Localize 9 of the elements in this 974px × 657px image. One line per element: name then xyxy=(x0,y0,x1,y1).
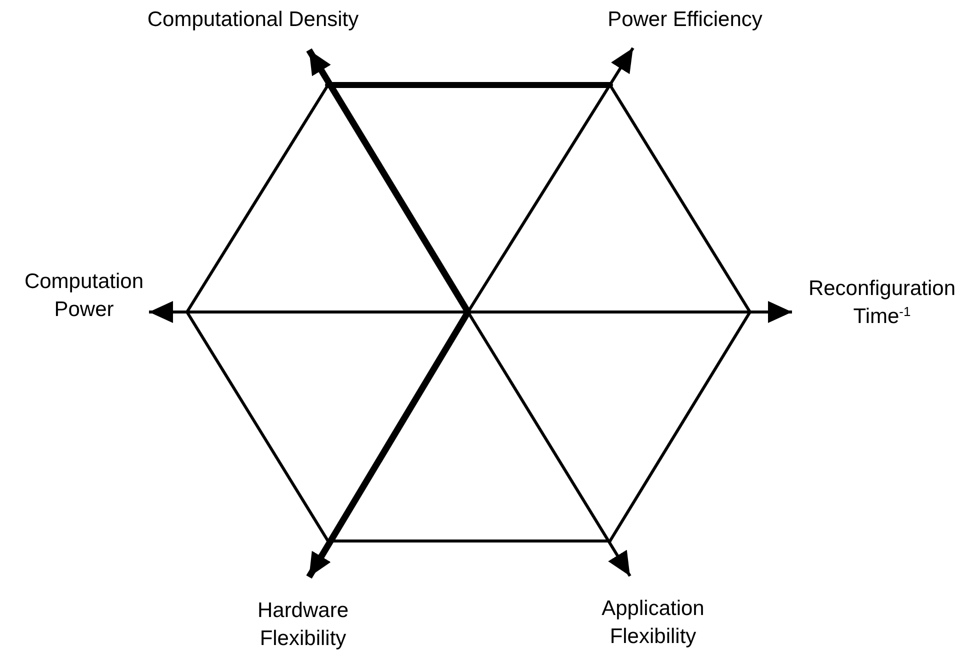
axis-label: Computational Density xyxy=(118,6,388,34)
axis-arrow xyxy=(466,311,632,577)
axis-label: Computation Power xyxy=(4,268,164,324)
axis-arrow xyxy=(466,47,634,313)
axis-label: Reconfiguration Time$^{-1}$ xyxy=(790,275,974,331)
axis-label: Hardware Flexibility xyxy=(228,597,378,653)
axis-arrow xyxy=(468,301,792,323)
axis-label: Application Flexibility xyxy=(578,595,728,651)
axis-label: Power Efficiency xyxy=(560,6,810,34)
